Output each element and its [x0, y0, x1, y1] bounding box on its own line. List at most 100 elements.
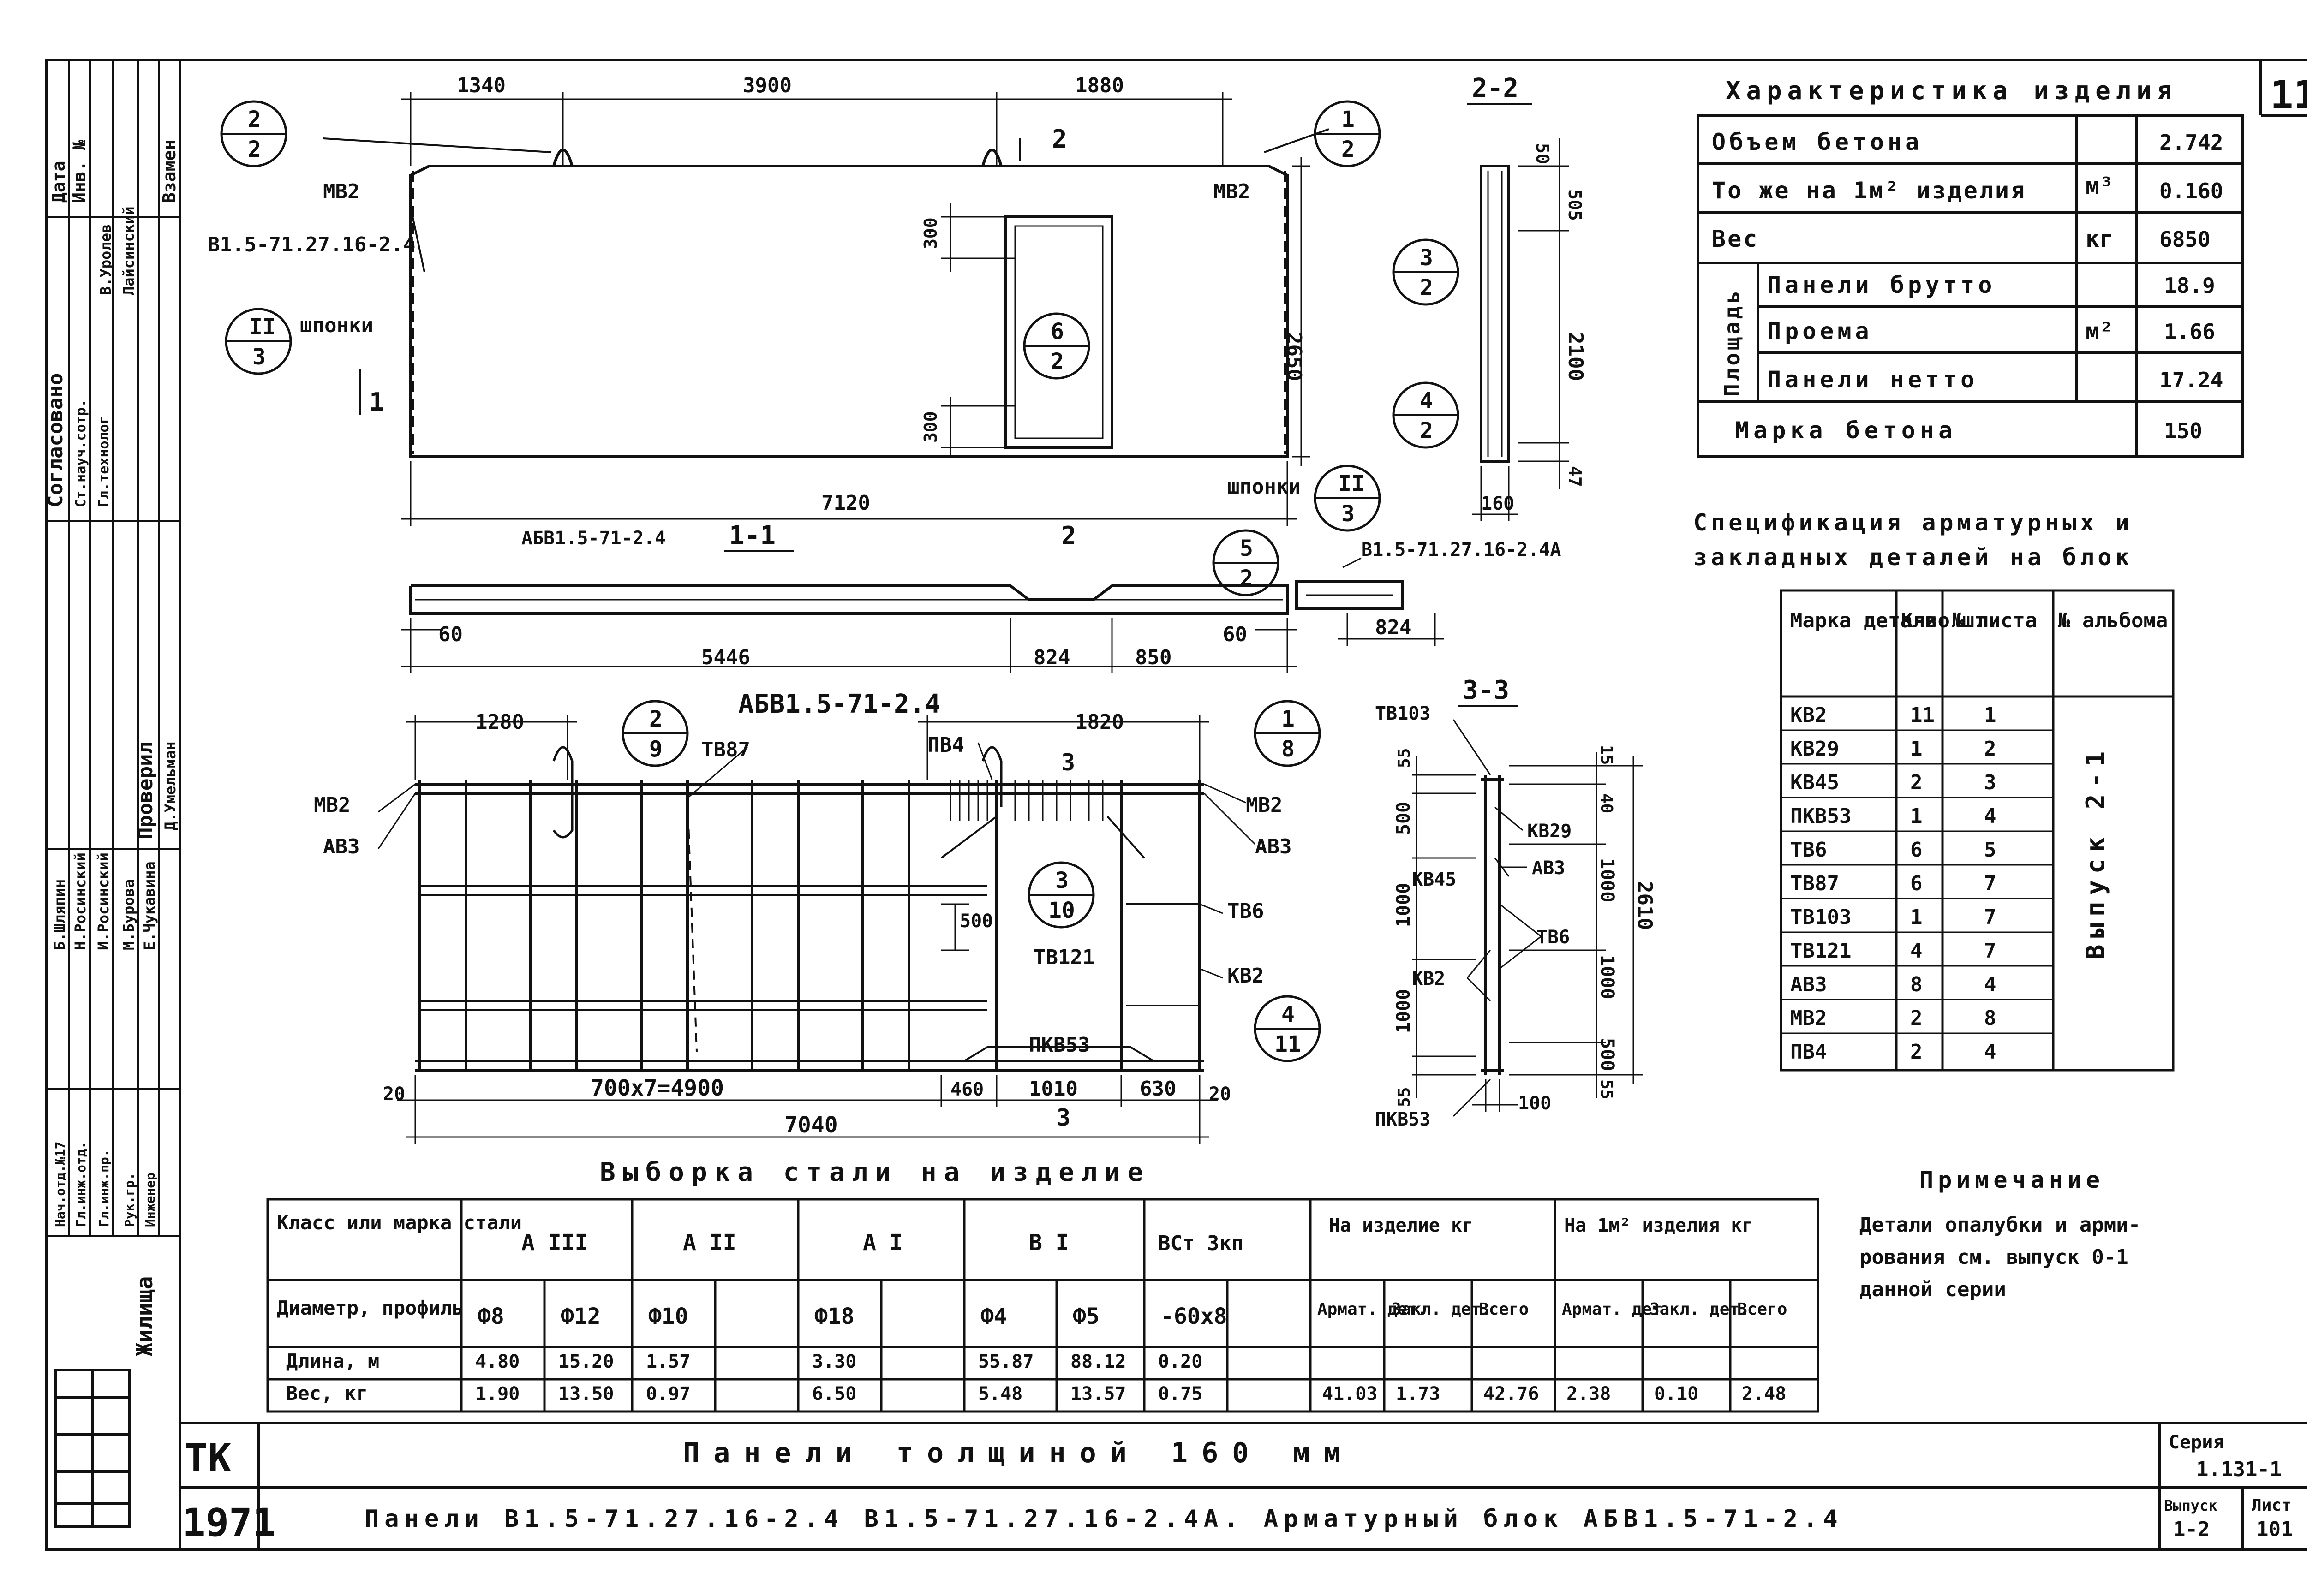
stamp-role-6: Рук.гр. [122, 1173, 137, 1227]
svg-text:1: 1 [1281, 706, 1295, 732]
steel-subheader: Закл. дет. [1650, 1300, 1750, 1319]
steel-total: 42.76 [1483, 1383, 1539, 1405]
spec-cell: 7 [1984, 905, 1996, 929]
svg-text:1280: 1280 [475, 710, 524, 734]
steel-diameter: Ф8 [478, 1304, 504, 1329]
spec-cell: ТВ87 [1790, 872, 1839, 895]
issue-label: Выпуск [2164, 1497, 2217, 1514]
svg-text:10: 10 [1048, 898, 1075, 923]
svg-text:А I: А I [863, 1230, 903, 1256]
svg-text:кг: кг [2086, 226, 2113, 252]
spec-cell: 2 [1910, 771, 1923, 794]
steel-weight: 13.50 [558, 1383, 614, 1405]
svg-text:18.9: 18.9 [2164, 273, 2215, 298]
callout-3-10: 3 10 [1028, 861, 1095, 929]
sheet-label: Лист [2252, 1496, 2292, 1515]
spec-cell: 4 [1984, 804, 1996, 828]
svg-text:К-во шт.: К-во шт. [1901, 609, 1999, 632]
callout-II-3-left: II 3 [225, 308, 292, 375]
sheet-frame [45, 59, 2307, 1551]
spec-cell: ТВ6 [1790, 838, 1827, 862]
svg-text:50: 50 [1532, 143, 1553, 164]
series-value: 1.131-1 [2196, 1458, 2282, 1481]
svg-text:700х7=4900: 700х7=4900 [591, 1075, 724, 1101]
spec-cell: 1 [1910, 804, 1923, 828]
svg-text:АБВ1.5-71-2.4: АБВ1.5-71-2.4 [738, 689, 940, 719]
callout-1-8: 1 8 [1254, 700, 1321, 767]
svg-text:2.742: 2.742 [2159, 130, 2223, 155]
svg-text:47: 47 [1565, 466, 1585, 487]
spec-cell: МВ2 [1790, 1006, 1827, 1030]
stamp-role-2: Гл.технолог [96, 416, 112, 507]
svg-text:ПВ4: ПВ4 [927, 733, 964, 757]
svg-text:824: 824 [1375, 616, 1411, 639]
svg-text:В I: В I [1029, 1230, 1069, 1256]
svg-text:№ листа: № листа [1952, 609, 2037, 632]
svg-text:На 1м² изделия кг: На 1м² изделия кг [1564, 1215, 1753, 1236]
issue-value: 1-2 [2173, 1518, 2210, 1541]
svg-text:1000: 1000 [1596, 955, 1618, 999]
svg-text:500: 500 [1596, 1038, 1618, 1071]
svg-text:2: 2 [1240, 566, 1253, 591]
svg-text:850: 850 [1135, 646, 1171, 669]
svg-text:5446: 5446 [701, 646, 750, 669]
svg-text:2: 2 [248, 107, 261, 132]
stamp-inv-label: Инв. № [69, 140, 90, 203]
svg-text:2: 2 [1051, 349, 1064, 375]
svg-text:Площадь: Площадь [1720, 288, 1745, 397]
panel-dim-height: 2650 [1282, 332, 1306, 381]
title-main: Панели толщиной 160 мм [683, 1437, 1354, 1469]
svg-text:КВ45: КВ45 [1412, 869, 1456, 890]
stamp-name-8: Д.Умельман [161, 741, 179, 830]
svg-text:Марка детали: Марка детали [1790, 609, 1937, 632]
title-year: 1971 [182, 1500, 275, 1545]
svg-text:ТВ87: ТВ87 [701, 738, 750, 762]
svg-text:Примечание: Примечание [1919, 1167, 2104, 1193]
svg-text:ТВ103: ТВ103 [1375, 703, 1430, 724]
panel-label-keys-left: шпонки [300, 314, 373, 337]
svg-text:II: II [1338, 471, 1365, 497]
svg-text:м²: м² [2086, 318, 2113, 345]
stamp-name-7: Е.Чукавина [141, 861, 158, 950]
steel-subheader: Армат. дет. [1317, 1300, 1427, 1319]
stamp-name-6: М.Бурова [120, 879, 137, 950]
spec-cell: ПКВ53 [1790, 804, 1851, 828]
institute-logo [54, 1369, 131, 1528]
steel-length: 55.87 [978, 1351, 1034, 1372]
steel-subheader: Закл. дет. [1391, 1300, 1491, 1319]
callout-4-2: 4 2 [1392, 381, 1459, 449]
steel-table: Выборка стали на изделие Класс или марка… [266, 1157, 1819, 1413]
svg-text:3: 3 [1057, 1104, 1070, 1131]
steel-diameter: Ф4 [980, 1304, 1007, 1329]
svg-text:3-3: 3-3 [1463, 675, 1509, 705]
svg-text:4: 4 [1420, 388, 1433, 414]
stamp-agreed: Согласовано [44, 373, 67, 507]
spec-cell: ТВ103 [1790, 905, 1851, 929]
svg-text:100: 100 [1518, 1093, 1551, 1114]
svg-text:500: 500 [1393, 802, 1414, 835]
callout-6-2: 6 2 [1023, 312, 1090, 380]
stamp-replace-label: Взамен [159, 140, 179, 203]
callout-II-3-right: II 3 [1314, 465, 1381, 532]
left-stamp [46, 60, 180, 1237]
svg-text:2: 2 [1420, 418, 1433, 444]
svg-text:ПКВ53: ПКВ53 [1029, 1033, 1090, 1057]
svg-text:ТВ6: ТВ6 [1536, 927, 1570, 948]
stamp-date-label: Дата [48, 161, 69, 203]
svg-text:1-1: 1-1 [729, 521, 776, 551]
svg-text:9: 9 [649, 736, 663, 762]
svg-text:2: 2 [1420, 275, 1433, 301]
svg-text:1: 1 [1341, 107, 1355, 132]
panel-dim-top-2: 3900 [743, 74, 792, 97]
svg-text:II: II [249, 314, 276, 340]
spec-table: Спецификация арматурных и закладных дета… [1693, 509, 2175, 1072]
panel-dim-width: 7120 [821, 491, 870, 515]
svg-text:Панели брутто: Панели брутто [1767, 272, 1996, 298]
stamp-name-2: Лайсинский [120, 206, 137, 295]
steel-length: 88.12 [1070, 1351, 1126, 1372]
spec-cell: 5 [1984, 838, 1996, 862]
svg-text:Вес: Вес [1712, 226, 1759, 252]
panel-dim-opening-top: 300 [920, 217, 941, 249]
svg-text:824: 824 [1034, 646, 1070, 669]
steel-weight: 6.50 [812, 1383, 856, 1405]
